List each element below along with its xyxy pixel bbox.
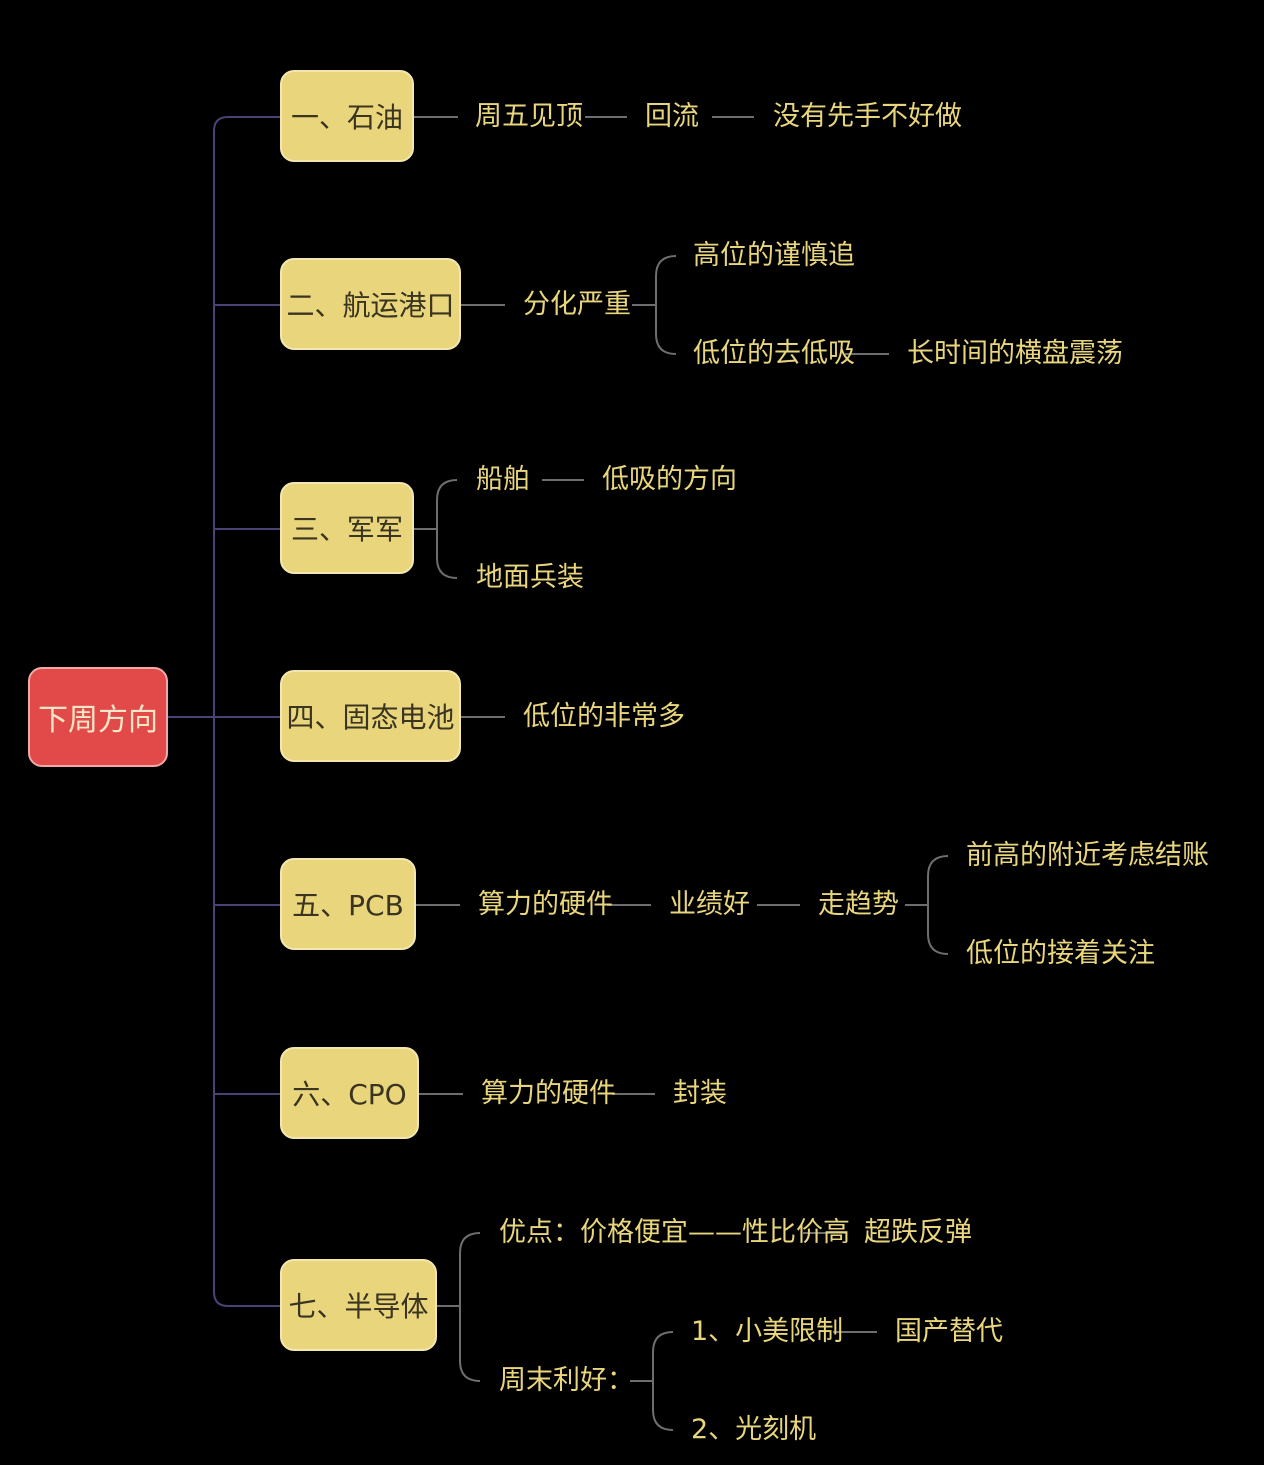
leaf-node[interactable]: 长时间的横盘震荡 xyxy=(907,338,1123,369)
leaf-node[interactable]: 低吸的方向 xyxy=(602,464,737,495)
leaf-node[interactable]: 没有先手不好做 xyxy=(773,101,962,132)
leaf-node[interactable]: 算力的硬件 xyxy=(478,889,613,920)
branch-node-military[interactable]: 三、军军 xyxy=(280,482,414,574)
leaf-node[interactable]: 2、光刻机 xyxy=(691,1414,817,1445)
branch-node-solid-battery[interactable]: 四、固态电池 xyxy=(280,670,461,762)
branch-node-semiconductor[interactable]: 七、半导体 xyxy=(280,1259,437,1351)
leaf-node[interactable]: 低位的接着关注 xyxy=(966,938,1155,969)
branch-node-cpo[interactable]: 六、CPO xyxy=(280,1047,419,1139)
root-node[interactable]: 下周方向 xyxy=(28,667,168,767)
leaf-node[interactable]: 国产替代 xyxy=(895,1316,1003,1347)
branch-node-pcb[interactable]: 五、PCB xyxy=(280,858,416,950)
leaf-node[interactable]: 周五见顶 xyxy=(475,101,583,132)
leaf-node[interactable]: 高位的谨慎追 xyxy=(693,240,855,271)
leaf-node[interactable]: 分化严重 xyxy=(523,289,631,320)
branch-node-oil[interactable]: 一、石油 xyxy=(280,70,414,162)
leaf-node[interactable]: 1、小美限制 xyxy=(691,1316,844,1347)
leaf-node[interactable]: 低位的去低吸 xyxy=(693,338,855,369)
branch-node-shipping[interactable]: 二、航运港口 xyxy=(280,258,461,350)
leaf-node[interactable]: 算力的硬件 xyxy=(481,1078,616,1109)
leaf-node[interactable]: 低位的非常多 xyxy=(523,701,685,732)
leaf-node[interactable]: 业绩好 xyxy=(669,889,750,920)
leaf-node[interactable]: 超跌反弹 xyxy=(864,1217,972,1248)
leaf-node[interactable]: 周末利好： xyxy=(499,1365,634,1396)
leaf-node[interactable]: 地面兵装 xyxy=(476,562,584,593)
leaf-node[interactable]: 船舶 xyxy=(476,464,530,495)
leaf-node[interactable]: 前高的附近考虑结账 xyxy=(966,840,1209,871)
leaf-node[interactable]: 封装 xyxy=(673,1078,727,1109)
leaf-node[interactable]: 优点：价格便宜——性比价高 xyxy=(499,1217,850,1248)
leaf-node[interactable]: 回流 xyxy=(645,101,699,132)
leaf-node[interactable]: 走趋势 xyxy=(818,889,899,920)
